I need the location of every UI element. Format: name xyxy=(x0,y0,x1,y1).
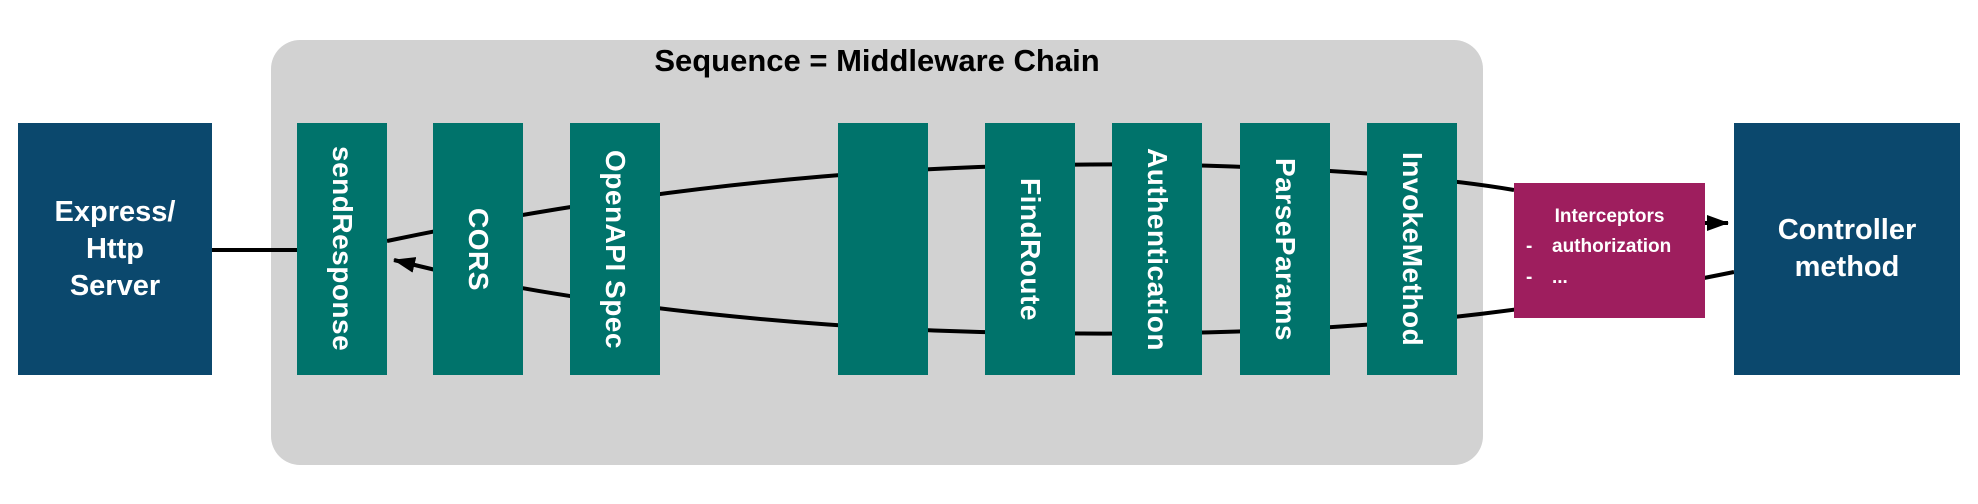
bullet-dash: - xyxy=(1526,267,1533,288)
express-http-server-label: Express/ Http Server xyxy=(54,195,176,302)
middleware-label: CORS xyxy=(463,207,494,291)
interceptors-box: Interceptors - authorization - ... xyxy=(1514,183,1705,318)
controller-method-box: Controller method xyxy=(1734,123,1960,375)
middleware-label: InvokeMethod xyxy=(1397,151,1428,347)
middleware-box-unlabeled xyxy=(838,123,928,375)
middleware-label: OpenAPI Spec xyxy=(600,149,631,349)
interceptor-bullet-authorization: - authorization xyxy=(1524,231,1695,262)
bullet-dash: - xyxy=(1526,236,1533,257)
middleware-box-openapi-spec: OpenAPI Spec xyxy=(570,123,660,375)
request-path xyxy=(386,162,1515,243)
bullet-text: ... xyxy=(1552,267,1568,288)
middleware-label: ParseParams xyxy=(1270,157,1301,341)
middleware-label: FindRoute xyxy=(1015,177,1046,321)
bullet-text: authorization xyxy=(1552,236,1672,257)
middleware-box-sendresponse: sendResponse xyxy=(297,123,387,375)
middleware-box-cors: CORS xyxy=(433,123,523,375)
panel-title: Sequence = Middleware Chain xyxy=(654,43,1100,78)
middleware-box-parseparams: ParseParams xyxy=(1240,123,1330,375)
controller-method-label: Controller method xyxy=(1777,214,1917,283)
middleware-label: sendResponse xyxy=(327,146,358,352)
middleware-box-findroute: FindRoute xyxy=(985,123,1075,375)
interceptor-bullet-ellipsis: - ... xyxy=(1524,262,1695,293)
middleware-label: Authentication xyxy=(1142,147,1173,351)
interceptors-title: Interceptors xyxy=(1554,206,1665,227)
express-http-server-box: Express/ Http Server xyxy=(18,123,212,375)
middleware-box-authentication: Authentication xyxy=(1112,123,1202,375)
middleware-box-invokemethod: InvokeMethod xyxy=(1367,123,1457,375)
